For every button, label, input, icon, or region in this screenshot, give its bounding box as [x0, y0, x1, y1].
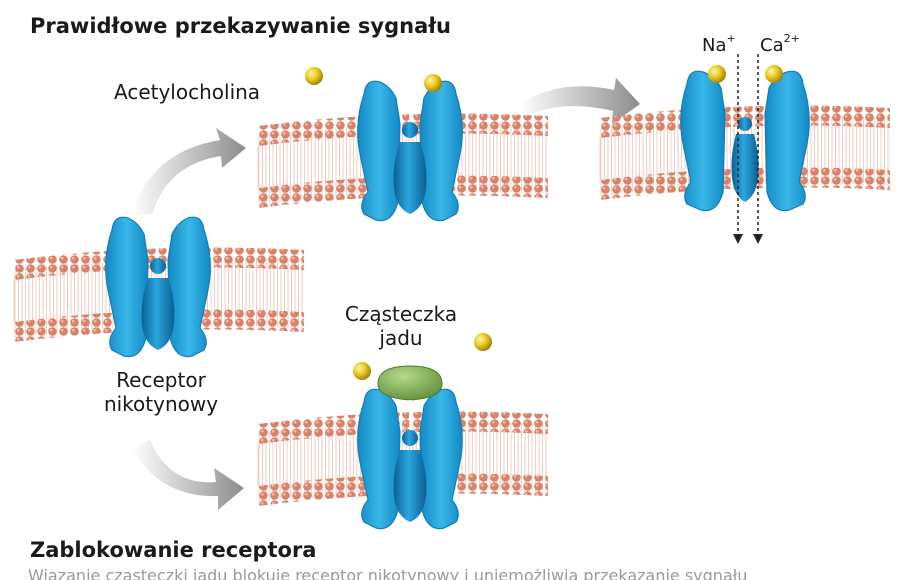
acetylcholine-bound — [424, 74, 442, 92]
acetylcholine-free-2 — [474, 333, 492, 351]
arrow-to-binding — [132, 128, 246, 214]
label-nicotinic-receptor: Receptor nikotynowy — [96, 368, 226, 416]
title-normal-signaling: Prawidłowe przekazywanie sygnału — [30, 14, 451, 38]
receptor-resting — [105, 216, 211, 358]
label-venom-line1: Cząsteczka — [344, 302, 458, 326]
label-receptor-line2: nikotynowy — [103, 392, 219, 416]
receptor-open-channel — [680, 70, 810, 212]
arrow-to-open-channel — [520, 78, 640, 124]
ion-calcium-label: Ca2+ — [760, 32, 800, 56]
arrow-to-blocked — [132, 440, 244, 510]
ion-sodium-label: Na+ — [702, 32, 736, 56]
label-venom-line2: jadu — [379, 326, 423, 350]
venom-molecule — [377, 365, 443, 420]
title-blocked-receptor: Zablokowanie receptora — [30, 538, 317, 562]
label-venom-molecule: Cząsteczka jadu — [336, 302, 466, 350]
acetylcholine-molecule — [305, 67, 323, 85]
label-receptor-line1: Receptor — [116, 368, 206, 392]
caption-text: Wiązanie cząsteczki jadu blokuje recepto… — [28, 566, 748, 580]
label-acetylcholine: Acetylocholina — [114, 80, 261, 104]
acetylcholine-bound-right — [765, 65, 783, 83]
acetylcholine-free-1 — [353, 362, 371, 380]
ion-flow-arrows — [733, 54, 763, 244]
receptor-binding — [357, 80, 463, 222]
acetylcholine-bound-left — [708, 65, 726, 83]
